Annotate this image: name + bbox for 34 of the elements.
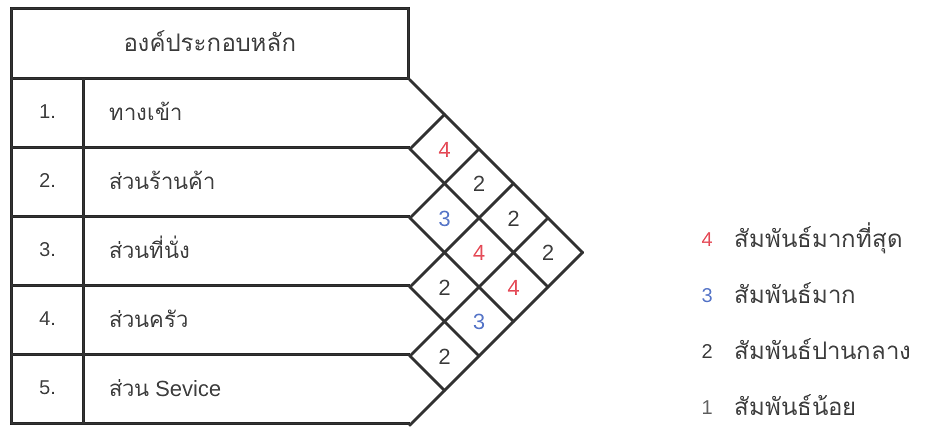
row-number: 1.: [39, 100, 56, 126]
relation-rating: 2: [430, 341, 458, 371]
relation-rating: 4: [465, 238, 493, 268]
component-name: ส่วน Sevice: [109, 374, 222, 403]
relation-rating: 3: [430, 203, 458, 233]
relation-rating: 3: [465, 306, 493, 336]
component-row: [10, 216, 410, 287]
legend-text: สัมพันธ์มากที่สุด: [734, 222, 903, 258]
legend-number: 2: [700, 340, 714, 365]
legend-number: 4: [700, 228, 714, 253]
relation-rating: 2: [430, 272, 458, 302]
row-number: 3.: [39, 238, 56, 264]
component-row: [10, 78, 410, 149]
legend-number: 3: [700, 284, 714, 309]
relation-rating: 4: [430, 134, 458, 164]
legend-text: สัมพันธ์น้อย: [734, 393, 856, 423]
row-number: 2.: [39, 169, 56, 194]
legend-text: สัมพันธ์มาก: [734, 281, 856, 311]
component-name: ทางเข้า: [109, 98, 182, 127]
relation-rating: 4: [500, 272, 528, 302]
component-name: ส่วนครัว: [109, 306, 188, 334]
component-name: ส่วนร้านค้า: [109, 168, 215, 196]
row-number: 4.: [39, 307, 56, 332]
component-row: [10, 354, 410, 425]
relation-rating: 2: [465, 168, 493, 198]
component-name: ส่วนที่นั่ง: [109, 234, 190, 265]
legend-text: สัมพันธ์ปานกลาง: [734, 337, 911, 367]
relation-rating: 2: [500, 203, 528, 233]
legend-number: 1: [700, 396, 714, 421]
row-number: 5.: [39, 376, 56, 402]
component-row: [10, 148, 410, 218]
relation-rating: 2: [534, 238, 562, 268]
component-row: [10, 286, 410, 356]
header-box: องค์ประกอบหลัก: [10, 7, 410, 80]
